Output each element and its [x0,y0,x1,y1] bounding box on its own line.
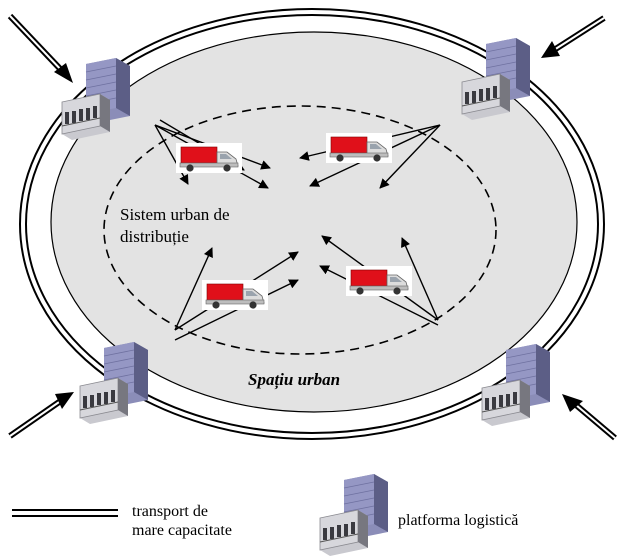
delivery-truck-icon [201,279,269,311]
urban-space-area [50,31,578,413]
legend-transport-label: transport de mare capacitate [132,502,232,540]
high-capacity-transport-ring [19,8,605,440]
delivery-truck-icon [345,265,413,297]
legend-transport-line1: transport de [132,503,208,520]
urban-space-label: Spațiu urban [248,370,341,389]
inbound-transport-arrows [7,13,617,441]
legend-double-line-icon [12,509,118,517]
legend-transport-line2: mare capacitate [132,522,232,539]
distribution-system-label-line2: distribuție [120,227,189,246]
delivery-truck-icon [325,132,393,164]
delivery-truck-icon [175,142,243,174]
legend-platform-label: platforma logistică [398,512,519,529]
legend-logistics-platform-icon [319,473,389,556]
distribution-system-label: Sistem urban de distribuție [120,204,230,248]
logistics-platform-icon [79,341,149,425]
distribution-system-label-line1: Sistem urban de [120,205,230,224]
distribution-system-boundary [103,105,497,355]
